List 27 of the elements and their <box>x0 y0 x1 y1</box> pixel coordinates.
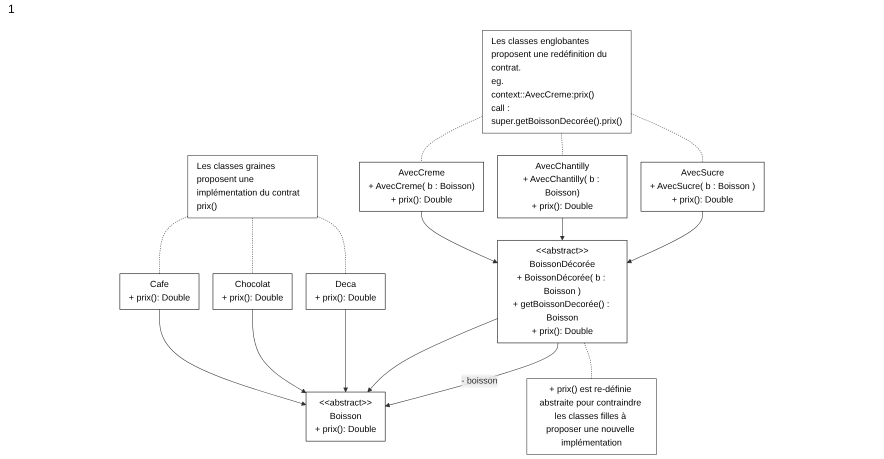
connector <box>159 216 188 274</box>
node-box: <<abstract>> BoissonDécorée + BoissonDécorée( b : Boisson ) + getBoissonDecorée() : Boisson + prix(): Double <box>497 240 628 344</box>
arrow <box>421 210 498 264</box>
connector <box>252 218 253 274</box>
node-box: Les classes englobantes proposent une redéfinition du contrat. eg. context::AvecCreme:prix() call : super.getBoissonDecorée().prix() <box>482 30 632 134</box>
arrow <box>252 309 306 394</box>
connector <box>561 132 563 156</box>
node-box: Cafe + prix(): Double <box>120 273 200 310</box>
node-box: AvecChantilly + AvecChantilly( b : Boisson) + prix(): Double <box>497 155 628 218</box>
connector <box>630 113 703 162</box>
edge-label: - boisson <box>461 376 498 386</box>
connector <box>316 216 346 274</box>
arrow <box>343 309 348 392</box>
node-box: <<abstract>> Boisson + prix(): Double <box>306 392 386 442</box>
connector <box>421 116 483 162</box>
arrow <box>159 309 306 406</box>
node-box: Chocolat + prix(): Double <box>212 273 292 310</box>
node-box: Deca + prix(): Double <box>306 273 386 310</box>
multiplicity-label: 1 <box>8 2 15 18</box>
node-box: AvecSucre + AvecSucre( b : Boisson ) + prix(): Double <box>640 162 764 212</box>
arrow <box>626 210 703 264</box>
node-box: AvecCreme + AvecCreme( b : Boisson) + prix(): Double <box>359 162 484 212</box>
arrow <box>560 218 565 240</box>
node-box: Les classes graines proposent une implémentation du contrat prix() <box>188 155 318 218</box>
arrow <box>384 342 558 408</box>
connector <box>584 342 592 379</box>
node-box: + prix() est re-définie abstraite pour contraindre les classes filles à proposer une nouvelle implémentation <box>526 378 657 455</box>
